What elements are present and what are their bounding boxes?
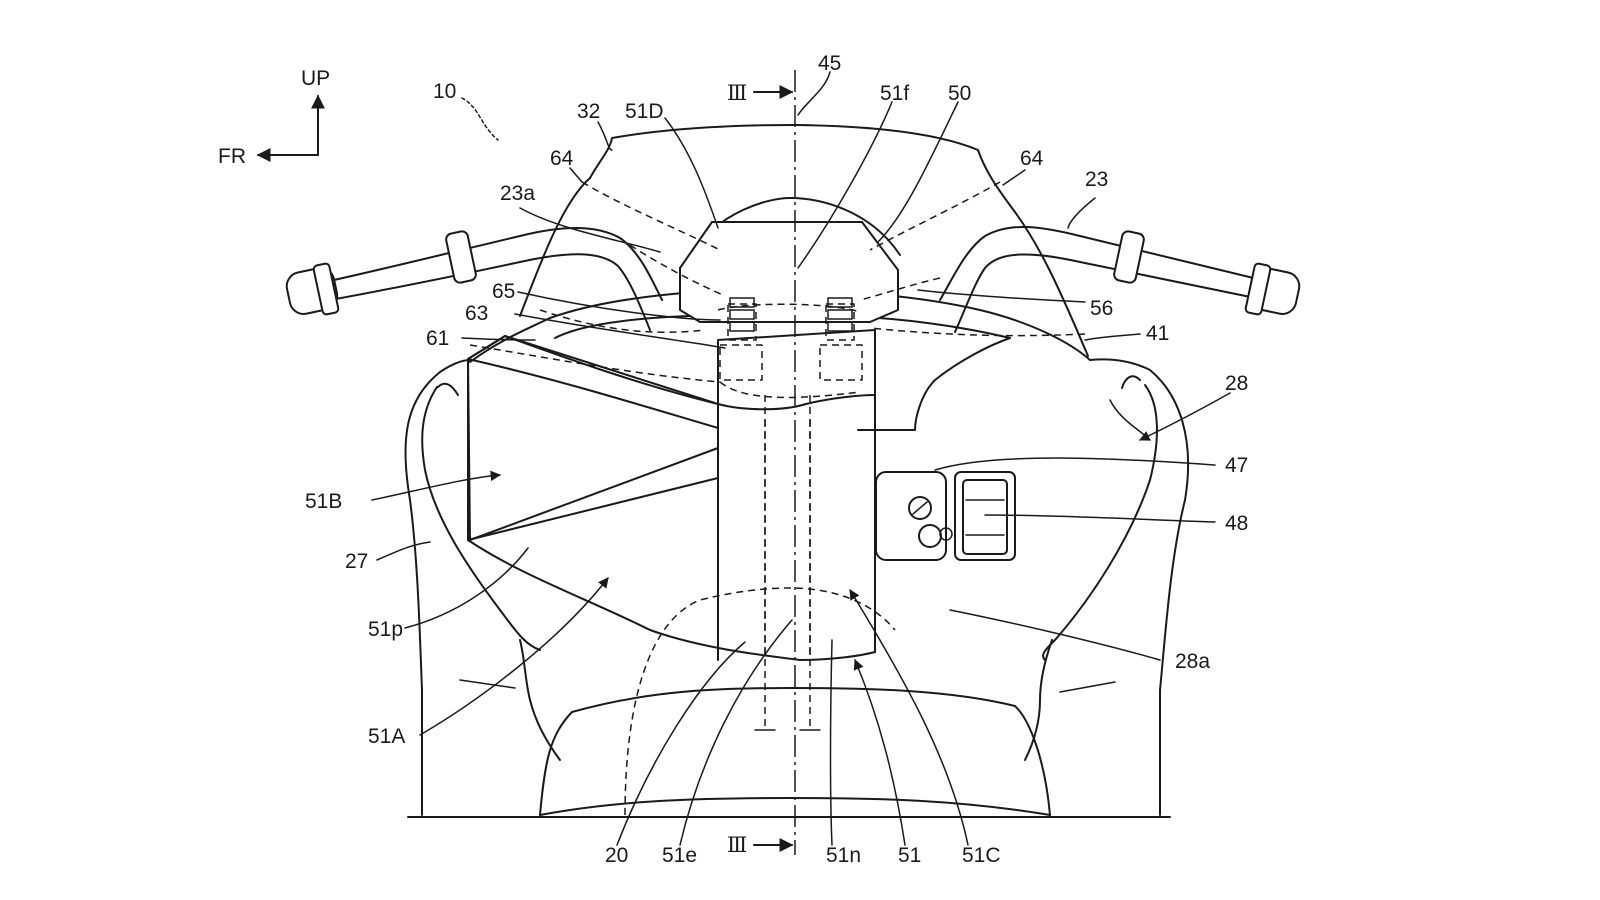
bracket-51 [467, 329, 876, 661]
front-label: FR [218, 145, 246, 168]
label-65: 65 [492, 280, 515, 303]
section-mark-top: Ⅲ [727, 81, 747, 105]
orientation-indicator: UP FR [218, 67, 330, 168]
label-41: 41 [1146, 322, 1169, 345]
label-51A: 51A [368, 725, 405, 748]
leader-lines [371, 71, 1231, 846]
label-23a: 23a [500, 182, 535, 205]
up-label: UP [301, 67, 330, 90]
label-64-left: 64 [550, 147, 574, 170]
label-48: 48 [1225, 512, 1248, 535]
label-20: 20 [605, 844, 628, 867]
label-10: 10 [433, 80, 456, 103]
fastener-bolts [729, 297, 853, 332]
label-51C: 51C [962, 844, 1001, 867]
reference-labels: 10 45 32 51D 51f 50 64 64 23 23a 65 63 6… [305, 52, 1248, 867]
label-61: 61 [426, 327, 449, 350]
label-27: 27 [345, 550, 368, 573]
label-50: 50 [948, 82, 971, 105]
label-28: 28 [1225, 372, 1248, 395]
label-63: 63 [465, 302, 488, 325]
label-51D: 51D [625, 100, 664, 123]
label-45: 45 [818, 52, 841, 75]
handlebar [285, 225, 1301, 333]
label-56: 56 [1090, 297, 1113, 320]
switch-box [875, 471, 1016, 561]
label-47: 47 [1225, 454, 1248, 477]
label-51B: 51B [305, 490, 342, 513]
center-axis: Ⅲ Ⅲ [727, 70, 796, 857]
hidden-lines [469, 181, 1086, 816]
label-51: 51 [898, 844, 921, 867]
label-64-right: 64 [1020, 147, 1044, 170]
label-32: 32 [577, 100, 600, 123]
label-23: 23 [1085, 168, 1108, 191]
label-51n: 51n [826, 844, 861, 867]
head-cover [679, 197, 901, 323]
label-51e: 51e [662, 844, 697, 867]
section-mark-bottom: Ⅲ [727, 833, 747, 857]
footboard [407, 687, 1171, 818]
body-shell [404, 289, 1190, 816]
label-51p: 51p [368, 618, 403, 641]
label-51f: 51f [880, 82, 909, 105]
label-28a: 28a [1175, 650, 1210, 673]
